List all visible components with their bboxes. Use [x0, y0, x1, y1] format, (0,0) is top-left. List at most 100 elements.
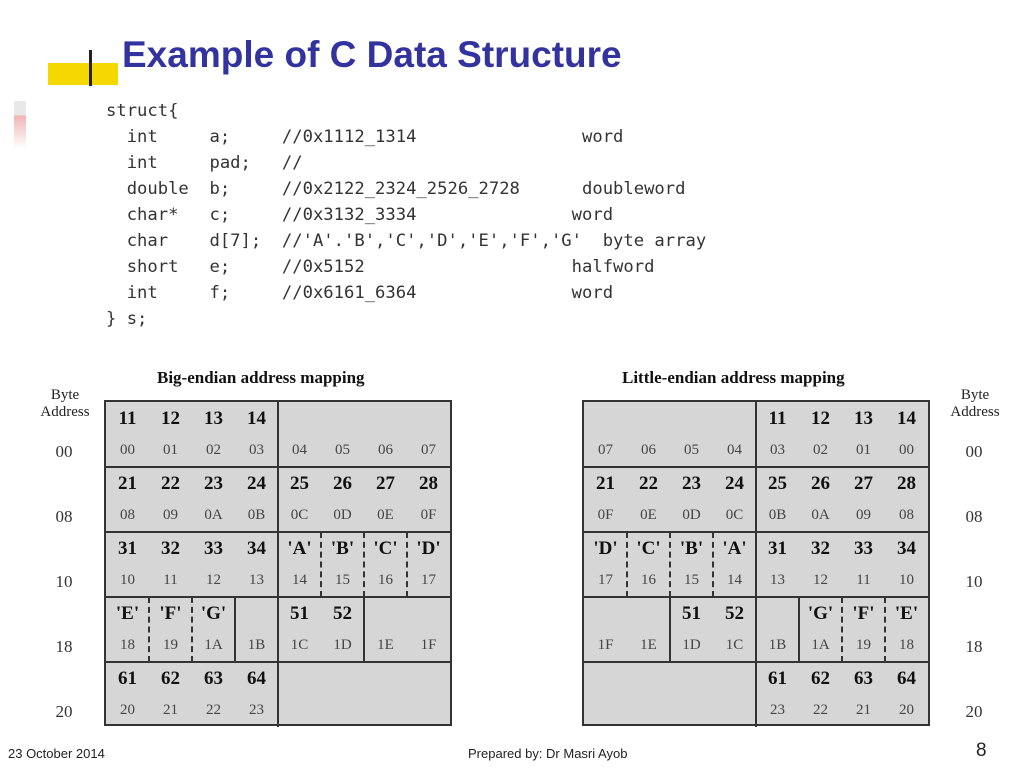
byte-value: 24 — [247, 473, 266, 494]
byte-offset: 0A — [204, 507, 223, 523]
byte-offset: 23 — [249, 702, 264, 718]
memory-cell: 22 09 — [149, 467, 192, 532]
code-line: short e; //0x5152 halfword — [106, 257, 655, 277]
memory-cell: 13 02 — [192, 402, 235, 467]
slide-title: Example of C Data Structure — [122, 34, 622, 75]
byte-value: 28 — [419, 473, 438, 494]
memory-cell: 'D'17 — [407, 532, 450, 597]
row-address: 18 — [55, 637, 73, 656]
row-address: 00 — [55, 442, 73, 461]
byte-offset: 0C — [725, 507, 744, 523]
byte-value: 11 — [118, 408, 137, 429]
field-divider — [798, 597, 800, 662]
memory-cell — [627, 662, 670, 727]
byte-offset: 21 — [856, 702, 871, 718]
memory-cell: 1F — [407, 597, 450, 662]
memory-cell — [321, 662, 364, 727]
byte-value: 61 — [768, 668, 787, 689]
field-divider — [363, 597, 365, 662]
byte-value: 13 — [204, 408, 223, 429]
little-endian-title: Little-endian address mapping — [622, 368, 845, 387]
byte-value: 14 — [247, 408, 266, 429]
byte-value: 22 — [161, 473, 180, 494]
byte-offset: 1D — [333, 637, 352, 653]
byte-label: Byte — [50, 387, 80, 403]
page-number: 8 — [976, 740, 987, 761]
row-address: 10 — [55, 572, 73, 591]
memory-cell: 14 00 — [885, 402, 928, 467]
field-divider — [626, 532, 628, 597]
byte-offset: 15 — [335, 572, 350, 588]
byte-label: Byte — [960, 387, 990, 403]
byte-value: 14 — [897, 408, 916, 429]
byte-offset: 05 — [684, 442, 699, 458]
memory-cell: 'G' 1A — [192, 597, 235, 662]
field-divider — [755, 402, 757, 467]
byte-offset: 0B — [247, 507, 266, 523]
byte-value: 24 — [725, 473, 744, 494]
little-endian-byte-address-label: Byte Address — [940, 387, 1010, 421]
code-line: char* c; //0x3132_3334 word — [106, 205, 614, 225]
byte-offset: 08 — [120, 507, 135, 523]
byte-offset: 19 — [856, 637, 871, 653]
byte-offset: 1B — [768, 637, 787, 653]
field-divider — [363, 532, 365, 597]
byte-value: 32 — [811, 538, 830, 559]
byte-offset: 09 — [163, 507, 178, 523]
memory-cell: 'A'14 — [713, 532, 756, 597]
byte-value: 31 — [118, 538, 137, 559]
code-line: int a; //0x1112_1314 word — [106, 127, 624, 147]
memory-cell: 1B — [235, 597, 278, 662]
code-line: struct{ — [106, 101, 179, 121]
byte-value: 'G' — [200, 603, 227, 624]
byte-offset: 15 — [684, 572, 699, 588]
memory-cell: 'C'16 — [364, 532, 407, 597]
memory-cell: 1E — [627, 597, 670, 662]
byte-offset: 13 — [770, 572, 785, 588]
byte-value: 'C' — [373, 538, 398, 559]
byte-offset: 0F — [420, 507, 437, 523]
memory-cell — [364, 662, 407, 727]
byte-value: 'A' — [722, 538, 747, 559]
byte-value: 63 — [204, 668, 223, 689]
byte-offset: 04 — [727, 442, 742, 458]
byte-value: 31 — [768, 538, 787, 559]
big-endian-title: Big-endian address mapping — [157, 368, 365, 387]
field-divider — [277, 467, 279, 532]
memory-cell: 04 — [278, 402, 321, 467]
field-divider — [148, 597, 150, 662]
memory-cell — [584, 662, 627, 727]
byte-offset: 12 — [206, 572, 221, 588]
byte-offset: 20 — [120, 702, 135, 718]
byte-offset: 02 — [206, 442, 221, 458]
field-divider — [755, 467, 757, 532]
byte-offset: 1A — [204, 637, 223, 653]
byte-value: 34 — [247, 538, 266, 559]
byte-offset: 00 — [899, 442, 914, 458]
byte-value: 11 — [768, 408, 787, 429]
code-line: int f; //0x6161_6364 word — [106, 283, 614, 303]
byte-value: 32 — [161, 538, 180, 559]
byte-value: 64 — [247, 668, 266, 689]
byte-value: 52 — [333, 603, 352, 624]
byte-value: 'E' — [894, 603, 919, 624]
byte-offset: 0E — [640, 507, 657, 523]
